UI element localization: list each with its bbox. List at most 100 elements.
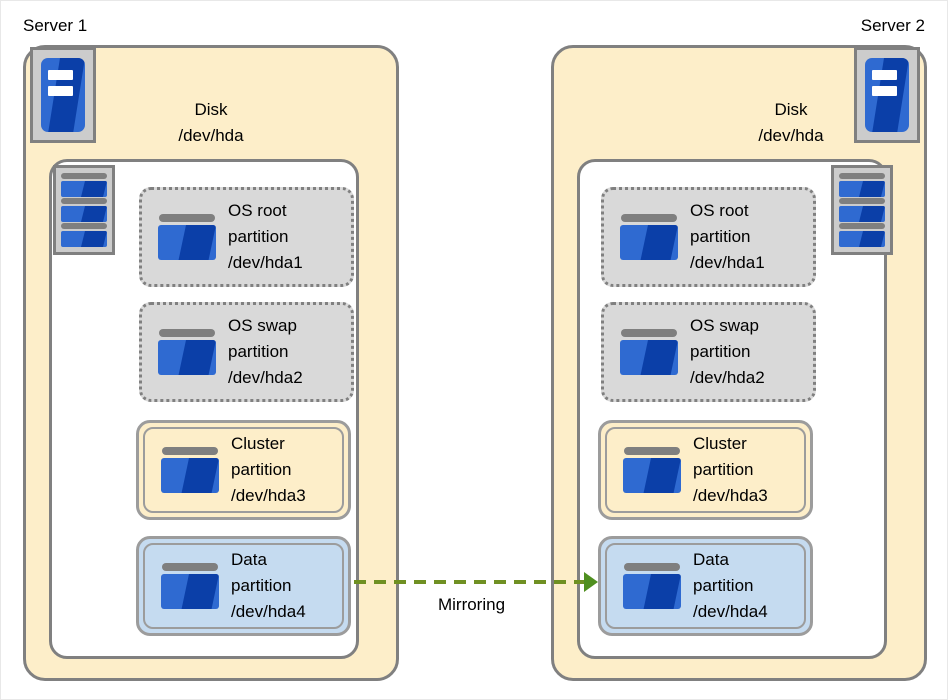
disk-body xyxy=(623,574,681,609)
server-tower-bar-2 xyxy=(872,86,898,97)
partition-inner-frame: Cluster partition /dev/hda3 xyxy=(143,427,344,513)
partition-label-line1: OS root xyxy=(228,201,287,220)
partition-os-root-server-1[interactable]: OS root partition /dev/hda1 xyxy=(139,187,354,287)
partition-label: Cluster partition /dev/hda3 xyxy=(231,431,342,509)
partition-label-line1: Cluster xyxy=(693,434,747,453)
partition-label-line1: OS swap xyxy=(228,316,297,335)
partition-label-line3: /dev/hda4 xyxy=(693,602,768,621)
disk-shade xyxy=(640,340,678,375)
partition-label-line2: partition xyxy=(231,576,292,595)
partition-label-line3: /dev/hda2 xyxy=(690,368,765,387)
partition-label-line1: Data xyxy=(231,550,267,569)
disk-body xyxy=(620,225,678,260)
partition-os-root-server-2[interactable]: OS root partition /dev/hda1 xyxy=(601,187,816,287)
disk-shade xyxy=(640,225,678,260)
mirroring-arrow-icon xyxy=(584,572,598,592)
partition-label-line2: partition xyxy=(693,460,754,479)
disk-platter-icon xyxy=(161,563,219,609)
partition-inner-frame: Data partition /dev/hda4 xyxy=(605,543,806,629)
server-2-disk-caption: Disk /dev/hda xyxy=(691,97,891,149)
mirroring-connector-line xyxy=(354,580,589,584)
partition-inner-frame: Cluster partition /dev/hda3 xyxy=(605,427,806,513)
disk-shade xyxy=(181,574,219,609)
disk-body xyxy=(161,574,219,609)
disk-body xyxy=(839,181,885,197)
server-tower-bar-1 xyxy=(48,69,74,81)
disk-cap xyxy=(159,329,215,337)
disk-body xyxy=(161,458,219,493)
disk-platter-icon xyxy=(158,214,216,260)
mirroring-label: Mirroring xyxy=(437,595,506,614)
partition-label-line1: Cluster xyxy=(231,434,285,453)
partition-label-line2: partition xyxy=(690,342,751,361)
disk-stack-drive-3 xyxy=(61,223,107,247)
disk-body xyxy=(620,340,678,375)
partition-inner-frame: Data partition /dev/hda4 xyxy=(143,543,344,629)
disk-cap xyxy=(61,198,107,204)
disk-platter-icon xyxy=(623,447,681,493)
disk-shade xyxy=(80,206,107,222)
disk-stack-drive-2 xyxy=(839,198,885,222)
disk-cap xyxy=(61,223,107,229)
server-1-disk-caption: Disk /dev/hda xyxy=(111,97,311,149)
disk-cap xyxy=(624,563,680,571)
server-2-disk-caption-line2: /dev/hda xyxy=(758,126,824,145)
partition-data-server-2[interactable]: Data partition /dev/hda4 xyxy=(598,536,813,636)
server-tower-body xyxy=(865,58,909,132)
partition-label-line3: /dev/hda4 xyxy=(231,602,306,621)
disk-body xyxy=(158,340,216,375)
disk-cap xyxy=(159,214,215,222)
disk-platter-icon xyxy=(620,214,678,260)
partition-label-line3: /dev/hda3 xyxy=(693,486,768,505)
disk-platter-icon xyxy=(620,329,678,375)
partition-label-line1: OS swap xyxy=(690,316,759,335)
server-1-disk-caption-line2: /dev/hda xyxy=(178,126,244,145)
disk-shade xyxy=(80,181,107,197)
disk-cap xyxy=(621,329,677,337)
disk-stack-drive-1 xyxy=(839,173,885,197)
disk-shade xyxy=(858,231,885,247)
partition-label-line2: partition xyxy=(690,227,751,246)
partition-os-swap-server-2[interactable]: OS swap partition /dev/hda2 xyxy=(601,302,816,402)
disk-platter-icon xyxy=(158,329,216,375)
partition-label: OS swap partition /dev/hda2 xyxy=(690,313,813,391)
disk-shade xyxy=(178,340,216,375)
disk-stack-drive-2 xyxy=(61,198,107,222)
partition-label-line3: /dev/hda2 xyxy=(228,368,303,387)
disk-cap xyxy=(621,214,677,222)
partition-data-server-1[interactable]: Data partition /dev/hda4 xyxy=(136,536,351,636)
server-1-disk-caption-line1: Disk xyxy=(194,100,228,119)
server-tower-bar-2 xyxy=(48,86,74,97)
disk-stack-drive-3 xyxy=(839,223,885,247)
server-2-caption: Server 2 xyxy=(860,16,925,35)
server-1-caption: Server 1 xyxy=(23,16,88,35)
disk-shade xyxy=(858,206,885,222)
partition-label-line3: /dev/hda3 xyxy=(231,486,306,505)
disk-cap xyxy=(839,223,885,229)
disk-platter-icon xyxy=(623,563,681,609)
partition-label-line2: partition xyxy=(231,460,292,479)
partition-label-line2: partition xyxy=(228,342,289,361)
partition-label: Cluster partition /dev/hda3 xyxy=(693,431,804,509)
partition-label: Data partition /dev/hda4 xyxy=(693,547,804,625)
disk-shade xyxy=(181,458,219,493)
partition-label-line2: partition xyxy=(693,576,754,595)
partition-cluster-server-2[interactable]: Cluster partition /dev/hda3 xyxy=(598,420,813,520)
server-tower-bar-1 xyxy=(872,69,898,81)
disk-shade xyxy=(643,574,681,609)
disk-body xyxy=(61,206,107,222)
partition-os-swap-server-1[interactable]: OS swap partition /dev/hda2 xyxy=(139,302,354,402)
server-2-disk-caption-line1: Disk xyxy=(774,100,808,119)
server-tower-body xyxy=(41,58,85,132)
partition-label: OS root partition /dev/hda1 xyxy=(690,198,813,276)
disk-shade xyxy=(80,231,107,247)
disk-body xyxy=(61,231,107,247)
disk-cap xyxy=(162,563,218,571)
partition-label-line1: OS root xyxy=(690,201,749,220)
disk-stack-icon xyxy=(831,165,893,255)
disk-body xyxy=(623,458,681,493)
disk-stack-drive-1 xyxy=(61,173,107,197)
disk-cap xyxy=(162,447,218,455)
server-tower-icon xyxy=(30,47,96,143)
partition-cluster-server-1[interactable]: Cluster partition /dev/hda3 xyxy=(136,420,351,520)
